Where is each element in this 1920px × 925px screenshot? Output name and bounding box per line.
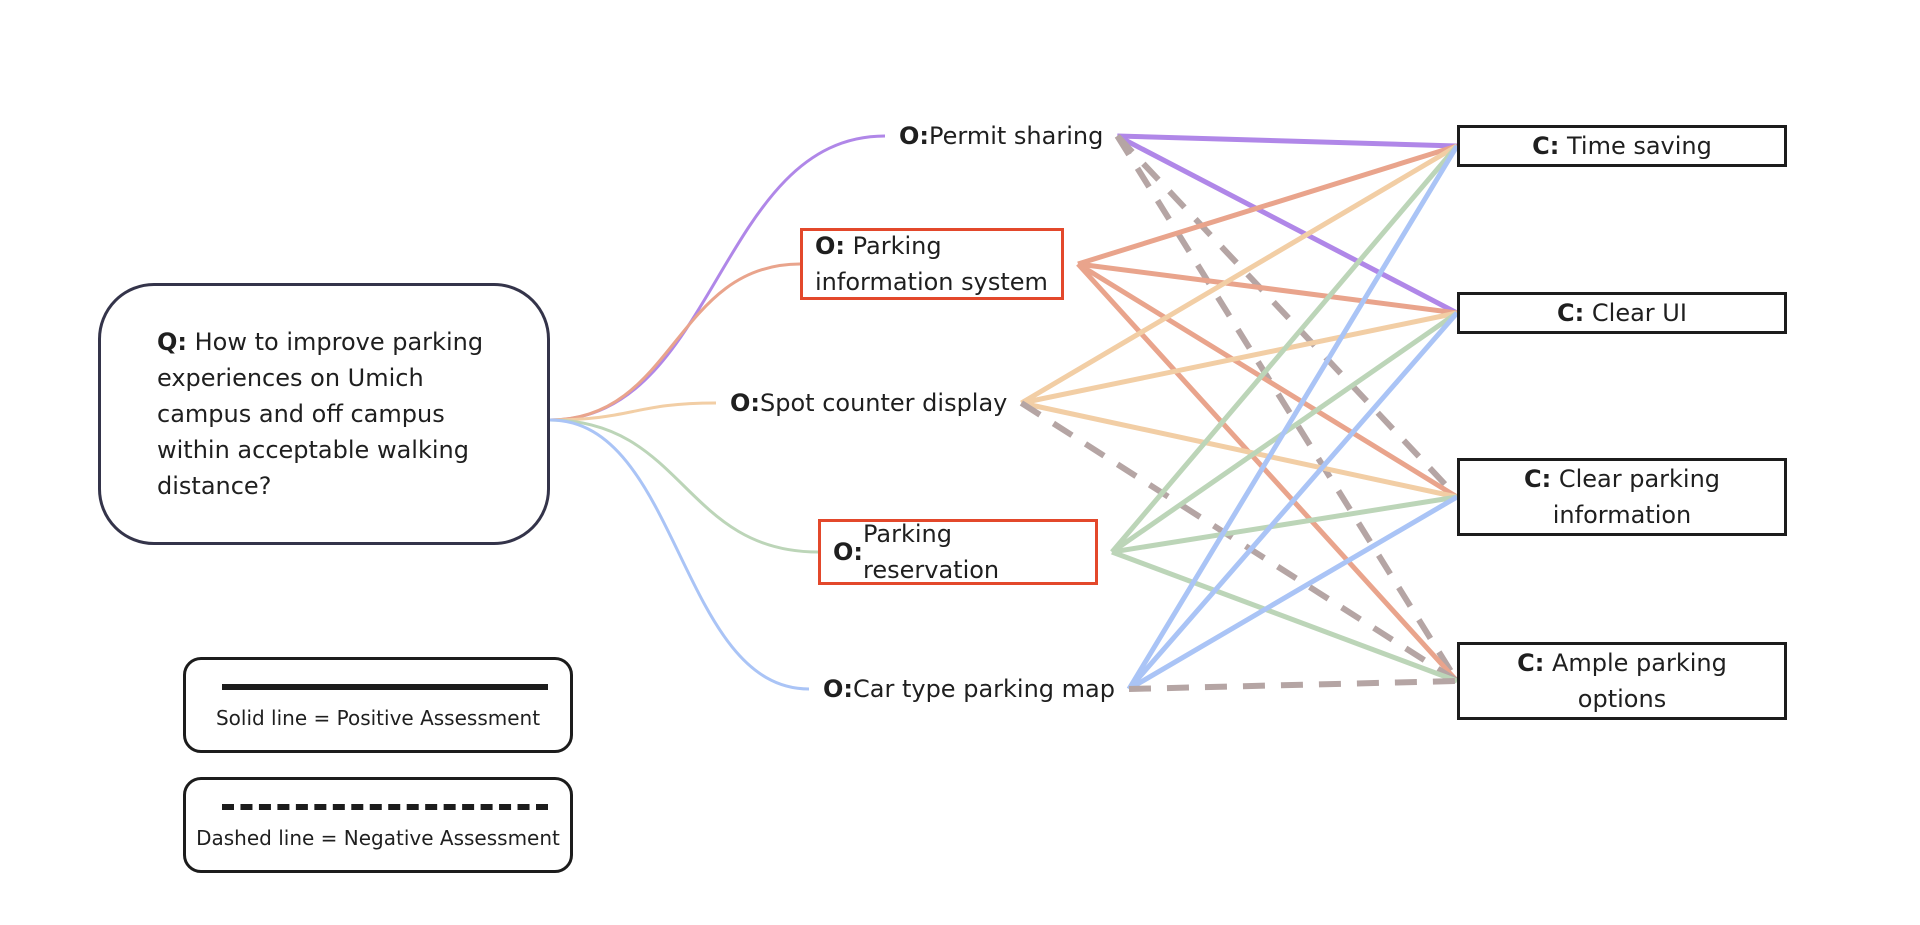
assessment-edge-o5-c4-negative <box>1128 678 1458 692</box>
assessment-edge-o1-c4-negative <box>1114 134 1460 683</box>
assessment-edge-o5-c1-positive <box>1126 144 1460 691</box>
solid-line-sample <box>222 684 548 690</box>
assessment-edge-o3-c4-negative <box>1019 400 1459 684</box>
question-text: Q: How to improve parking experiences on… <box>157 328 484 500</box>
criterion-ample-parking-options[interactable]: C: Ample parking options <box>1457 642 1787 720</box>
criterion-time-saving[interactable]: C: Time saving <box>1457 125 1787 167</box>
option-permit-sharing[interactable]: O: Permit sharing <box>899 122 1104 150</box>
assessment-edge-o3-c1-positive <box>1020 143 1459 406</box>
legend-solid: Solid line = Positive Assessment <box>183 657 573 753</box>
question-node[interactable]: Q: How to improve parking experiences on… <box>98 283 550 545</box>
criterion-clear-ui[interactable]: C: Clear UI <box>1457 292 1787 334</box>
legend-dashed-caption: Dashed line = Negative Assessment <box>196 826 560 850</box>
legend-dashed: Dashed line = Negative Assessment <box>183 777 573 873</box>
option-parking-reservation[interactable]: O: Parking reservation <box>818 519 1098 585</box>
legend-solid-caption: Solid line = Positive Assessment <box>215 706 541 730</box>
assessment-edge-o2-c2-positive <box>1077 261 1458 316</box>
branch-line-2 <box>549 262 801 422</box>
assessment-edge-o4-c3-positive <box>1111 494 1458 555</box>
question-option-branches <box>549 134 886 691</box>
assessment-edge-o4-c1-positive <box>1110 144 1459 554</box>
branch-line-3 <box>549 401 717 422</box>
option-parking-information-system[interactable]: O: Parking information system <box>800 228 1064 300</box>
assessment-edge-o1-c1-positive <box>1117 133 1458 149</box>
branch-line-4 <box>549 418 819 554</box>
dashed-line-sample <box>222 804 548 810</box>
assessment-edge-o3-c3-positive <box>1020 400 1458 500</box>
assessment-edge-o1-c3-negative <box>1115 133 1460 500</box>
assessment-edges <box>1019 133 1460 692</box>
branch-line-5 <box>549 418 810 691</box>
assessment-edge-o5-c3-positive <box>1127 494 1459 692</box>
assessment-edge-o3-c2-positive <box>1020 310 1458 406</box>
assessment-edge-o2-c3-positive <box>1076 261 1459 500</box>
option-spot-counter-display[interactable]: O: Spot counter display <box>730 389 1008 417</box>
assessment-edge-o4-c4-positive <box>1111 549 1458 684</box>
criterion-clear-parking-information[interactable]: C: Clear parking information <box>1457 458 1787 536</box>
option-car-type-parking-map[interactable]: O: Car type parking map <box>823 675 1115 703</box>
assessment-edge-o5-c2-positive <box>1127 311 1459 691</box>
assessment-edge-o1-c2-positive <box>1116 133 1459 316</box>
assessment-edge-o2-c1-positive <box>1077 143 1458 267</box>
